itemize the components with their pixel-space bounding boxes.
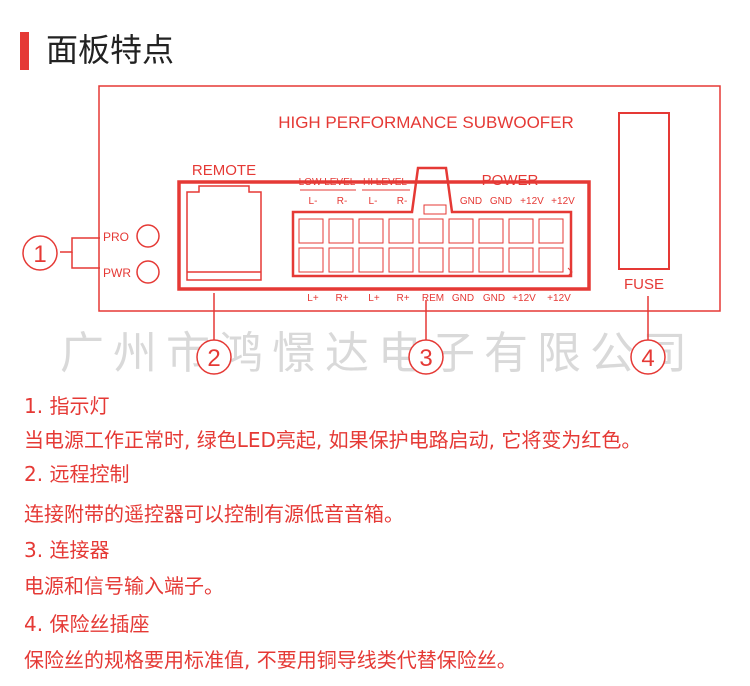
callout-1-number: 1 [33, 241, 46, 268]
bottom-pin-label: R+ [335, 293, 348, 304]
top-pin-label: GND [490, 196, 512, 207]
bottom-pin-label: R+ [396, 293, 409, 304]
bottom-pin-label: L+ [307, 293, 319, 304]
callout-1: 1 [22, 235, 58, 271]
fuse-label: FUSE [624, 276, 664, 293]
pin-cell [388, 218, 414, 244]
bottom-pin-label: GND [452, 293, 474, 304]
pwr-label: PWR [103, 266, 131, 280]
connector-housing [291, 166, 573, 278]
pin-cell [328, 218, 354, 244]
pin-cell [358, 247, 384, 273]
low-level-label: LOW LEVEL [299, 177, 356, 188]
pin-cell [538, 247, 564, 273]
bottom-pin-label: GND [483, 293, 505, 304]
top-pin-label: +12V [520, 196, 544, 207]
pin-cell [298, 247, 324, 273]
pin-cell [298, 218, 324, 244]
top-pin-label: R- [337, 196, 348, 207]
pin-grid [298, 218, 564, 273]
item-4-heading: 4. 保险丝插座 [24, 612, 150, 636]
pro-label: PRO [103, 230, 129, 244]
item-3-heading: 3. 连接器 [24, 538, 110, 562]
connector-latch [423, 204, 447, 215]
fuse-holder [618, 112, 670, 270]
bottom-pin-label: +12V [512, 293, 536, 304]
pin-cell [328, 247, 354, 273]
bottom-pin-label: REM [422, 293, 444, 304]
pin-cell [478, 218, 504, 244]
pin-cell [478, 247, 504, 273]
pin-cell [358, 218, 384, 244]
callout-4: 4 [630, 339, 666, 375]
panel-outline [98, 85, 721, 312]
remote-label: REMOTE [192, 162, 256, 179]
top-pin-label: GND [460, 196, 482, 207]
remote-jack-icon [186, 185, 262, 281]
pin-cell [388, 247, 414, 273]
item-2-heading: 2. 远程控制 [24, 462, 130, 486]
pin-cell [418, 247, 444, 273]
title-accent-bar [20, 32, 29, 70]
pin-cell [508, 218, 534, 244]
pin-cell [538, 218, 564, 244]
callout-2: 2 [196, 339, 232, 375]
callout-1-line-bottom [71, 252, 100, 269]
pwr-led-icon [136, 260, 160, 284]
pin-cell [418, 218, 444, 244]
pin-cell [448, 247, 474, 273]
pin-cell [508, 247, 534, 273]
callout-4-number: 4 [641, 345, 654, 372]
callout-1-line-top [60, 237, 100, 253]
top-pin-label: +12V [551, 196, 575, 207]
connector-key-icon [567, 267, 573, 277]
bottom-pin-label: L+ [368, 293, 380, 304]
power-label: POWER [482, 172, 539, 189]
item-2-text: 连接附带的遥控器可以控制有源低音音箱。 [24, 502, 404, 526]
item-1-heading: 1. 指示灯 [24, 394, 110, 418]
callout-3: 3 [408, 339, 444, 375]
top-pin-label: L- [369, 196, 378, 207]
item-3-text: 电源和信号输入端子。 [24, 574, 224, 598]
panel-heading: HIGH PERFORMANCE SUBWOOFER [278, 113, 574, 132]
watermark: 广州市鸿憬达电子有限公司 [60, 329, 696, 378]
page-title: 面板特点 [46, 31, 175, 69]
pro-led-icon [136, 224, 160, 248]
top-pin-label: R- [397, 196, 408, 207]
callout-2-number: 2 [207, 345, 220, 372]
hi-level-label: HI LEVEL [363, 177, 407, 188]
bottom-pin-labels: L+ R+ L+ R+ REM GND GND +12V +12V [300, 288, 571, 304]
bottom-pin-label: +12V [547, 293, 571, 304]
top-pin-label: L- [309, 196, 318, 207]
pin-cell [448, 218, 474, 244]
callout-3-number: 3 [419, 345, 432, 372]
item-4-text: 保险丝的规格要用标准值, 不要用铜导线类代替保险丝。 [24, 648, 517, 672]
item-1-text: 当电源工作正常时, 绿色LED亮起, 如果保护电路启动, 它将变为红色。 [24, 428, 642, 452]
top-pin-labels: L- R- L- R- GND GND +12V +12V [309, 196, 576, 207]
